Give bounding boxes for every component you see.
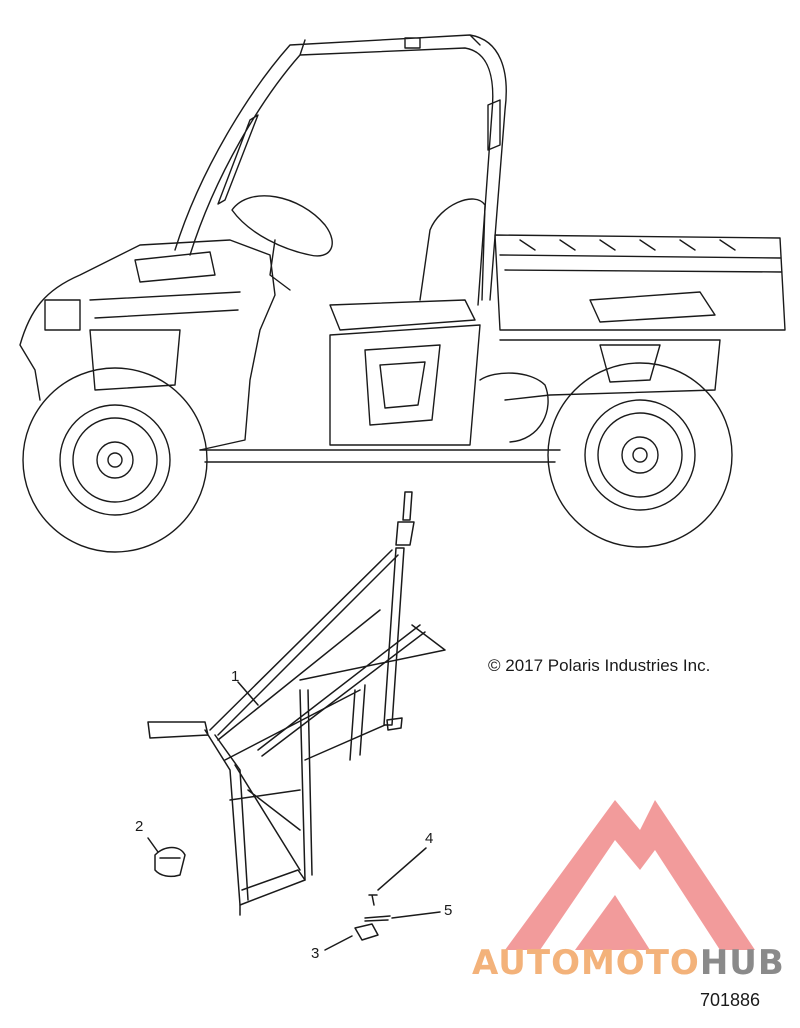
watermark-text-part2: HUB <box>699 943 785 983</box>
callout-1: 1 <box>231 668 240 685</box>
door-panel <box>329 324 481 446</box>
front-body <box>19 239 276 451</box>
leader-line-2 <box>147 837 159 853</box>
clip-part <box>154 846 186 878</box>
leader-line-3 <box>324 935 353 951</box>
seat <box>329 198 486 331</box>
spring-part <box>364 915 391 922</box>
copyright-text: © 2017 Polaris Industries Inc. <box>488 656 711 675</box>
latch-part <box>354 923 379 941</box>
callout-5: 5 <box>444 902 453 919</box>
door-frame-upright <box>383 491 415 731</box>
chassis <box>89 329 721 443</box>
callout-3: 3 <box>311 945 320 962</box>
roll-cage <box>174 34 507 306</box>
cargo-bed <box>494 234 786 331</box>
watermark-text-part1: AUTOMOTO <box>472 943 700 983</box>
vehicle-floor-line <box>199 449 561 463</box>
leader-line-5 <box>391 911 441 919</box>
door-frame-inner-tubes <box>217 609 386 881</box>
steering-wheel <box>231 195 333 291</box>
screw-part <box>368 894 378 906</box>
door-frame-top-rail <box>209 549 446 757</box>
diagram-number: 701886 <box>700 990 761 1010</box>
rear-wheel <box>547 362 733 548</box>
leader-line-1 <box>237 681 259 706</box>
callout-4: 4 <box>425 830 434 847</box>
callout-2: 2 <box>135 818 144 835</box>
front-wheel <box>22 367 208 553</box>
door-frame-front <box>147 721 306 906</box>
leader-line-4 <box>377 847 427 891</box>
automotohub-watermark-text: AUTOMOTOHUB <box>472 943 785 983</box>
